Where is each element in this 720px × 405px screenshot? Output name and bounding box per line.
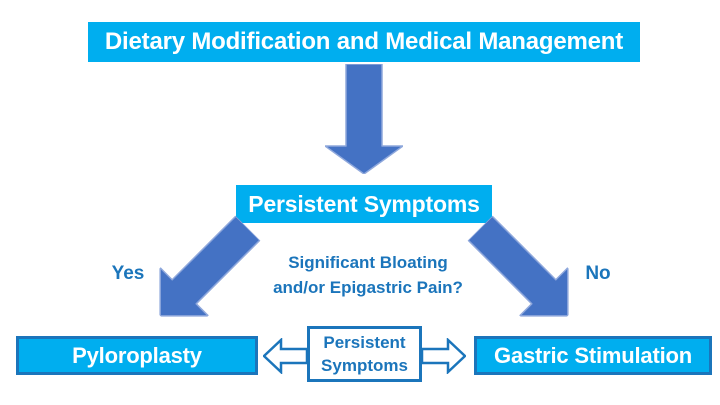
decision-question: Significant Bloating and/or Epigastric P… (248, 250, 488, 300)
decision-question-line1: Significant Bloating (288, 253, 448, 272)
node-persistent-symptoms: Persistent Symptoms (236, 185, 492, 223)
node-pyloroplasty: Pyloroplasty (16, 336, 258, 375)
hollow-left-arrow (263, 338, 307, 374)
node-gastric-stimulation: Gastric Stimulation (474, 336, 712, 375)
yes-diagonal-arrow (159, 215, 261, 317)
center-node-line1: Persistent (323, 333, 406, 352)
node-dietary-modification: Dietary Modification and Medical Managem… (88, 22, 640, 62)
no-diagonal-arrow (467, 215, 569, 317)
node-persistent-symptoms-recurrence: Persistent Symptoms (307, 326, 422, 382)
decision-question-line2: and/or Epigastric Pain? (273, 278, 463, 297)
no-label: No (585, 263, 611, 284)
yes-label: Yes (111, 263, 145, 284)
center-node-line2: Symptoms (321, 356, 408, 375)
down-arrow (325, 64, 403, 174)
hollow-right-arrow (422, 338, 466, 374)
